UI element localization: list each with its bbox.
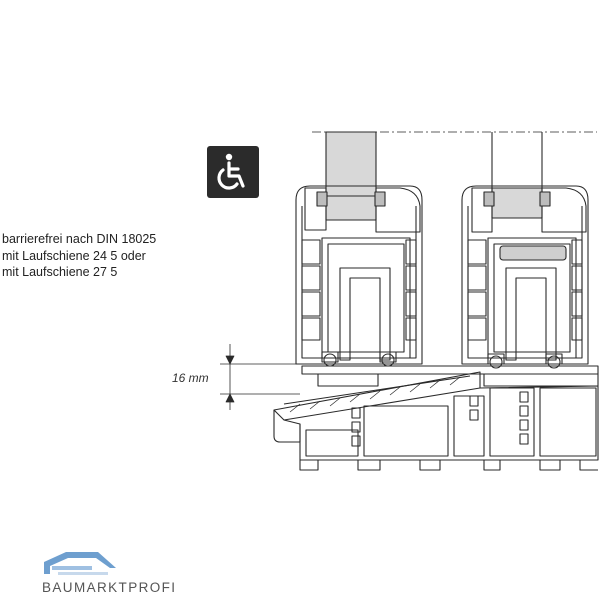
right-glass-pane: [491, 187, 543, 219]
brand-logo-mark: [44, 552, 116, 575]
note-line-3: mit Laufschiene 27 5: [2, 265, 118, 279]
accessibility-note: barrierefrei nach DIN 18025 mit Laufschi…: [2, 231, 156, 281]
note-line-1: barrierefrei nach DIN 18025: [2, 232, 157, 246]
note-line-2: mit Laufschiene 24 5 oder: [2, 248, 146, 263]
left-sash: [295, 131, 423, 367]
brand-wordmark: BAUMARKTPROFI: [42, 580, 177, 595]
right-sash: [461, 132, 589, 369]
dimension-16mm: [220, 344, 330, 410]
dimension-label: 16 mm: [172, 371, 209, 385]
left-glass-pane: [325, 131, 377, 221]
threshold-rail: [273, 365, 599, 471]
wheelchair-badge: [207, 146, 259, 198]
wheelchair-icon: [217, 153, 245, 190]
